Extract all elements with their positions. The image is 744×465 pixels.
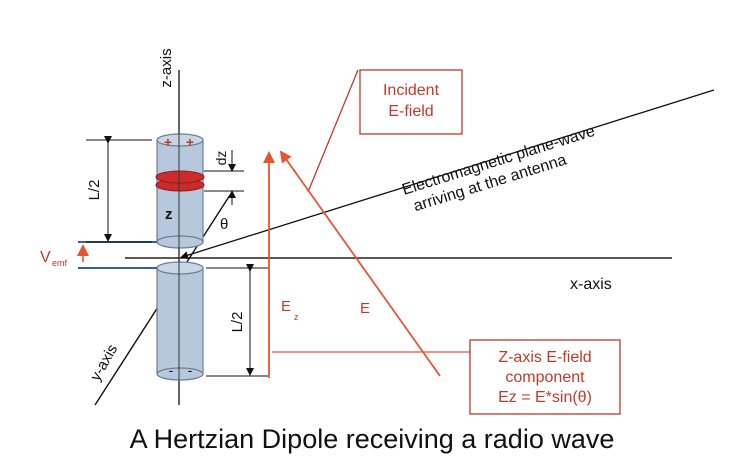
- plus-sign-1: +: [164, 134, 172, 150]
- x-axis-label: x-axis: [570, 276, 612, 293]
- component-box-line-2: component: [505, 369, 585, 386]
- component-box: [469, 339, 621, 415]
- vemf-subscript: emf: [52, 258, 68, 268]
- component-box-line-3: Ez = E*sin(θ): [498, 389, 592, 406]
- e-arrow: [279, 150, 441, 377]
- z-label: z: [165, 206, 173, 223]
- component-box-line-1: Z-axis E-field: [498, 349, 591, 366]
- e-label: E: [360, 300, 370, 317]
- theta-label: θ: [220, 216, 228, 233]
- vemf-label: V: [40, 249, 51, 266]
- z-axis-label: z-axis: [158, 48, 175, 87]
- minus-sign-1: -: [169, 362, 174, 378]
- plane-wave-text: Electromagnetic plane-wave arriving at t…: [400, 123, 597, 215]
- incident-box: [359, 69, 463, 135]
- caption: A Hertzian Dipole receiving a radio wave: [130, 424, 615, 454]
- plus-sign-2: +: [186, 134, 194, 150]
- plane-wave-line: [180, 89, 715, 260]
- half-length-top-label: L/2: [86, 180, 103, 201]
- incident-box-line-2: E-field: [388, 103, 433, 120]
- lower-cylinder: [156, 261, 204, 381]
- ez-subscript: z: [294, 312, 299, 322]
- minus-sign-2: -: [188, 362, 193, 378]
- incident-box-line-1: Incident: [383, 82, 440, 99]
- dz-label: dz: [213, 151, 229, 166]
- y-axis-label: y-axis: [87, 342, 121, 384]
- ez-label: E: [281, 298, 291, 315]
- half-length-bottom-label: L/2: [229, 312, 246, 333]
- incident-leader-line: [307, 69, 359, 193]
- dz-discs: [155, 170, 205, 192]
